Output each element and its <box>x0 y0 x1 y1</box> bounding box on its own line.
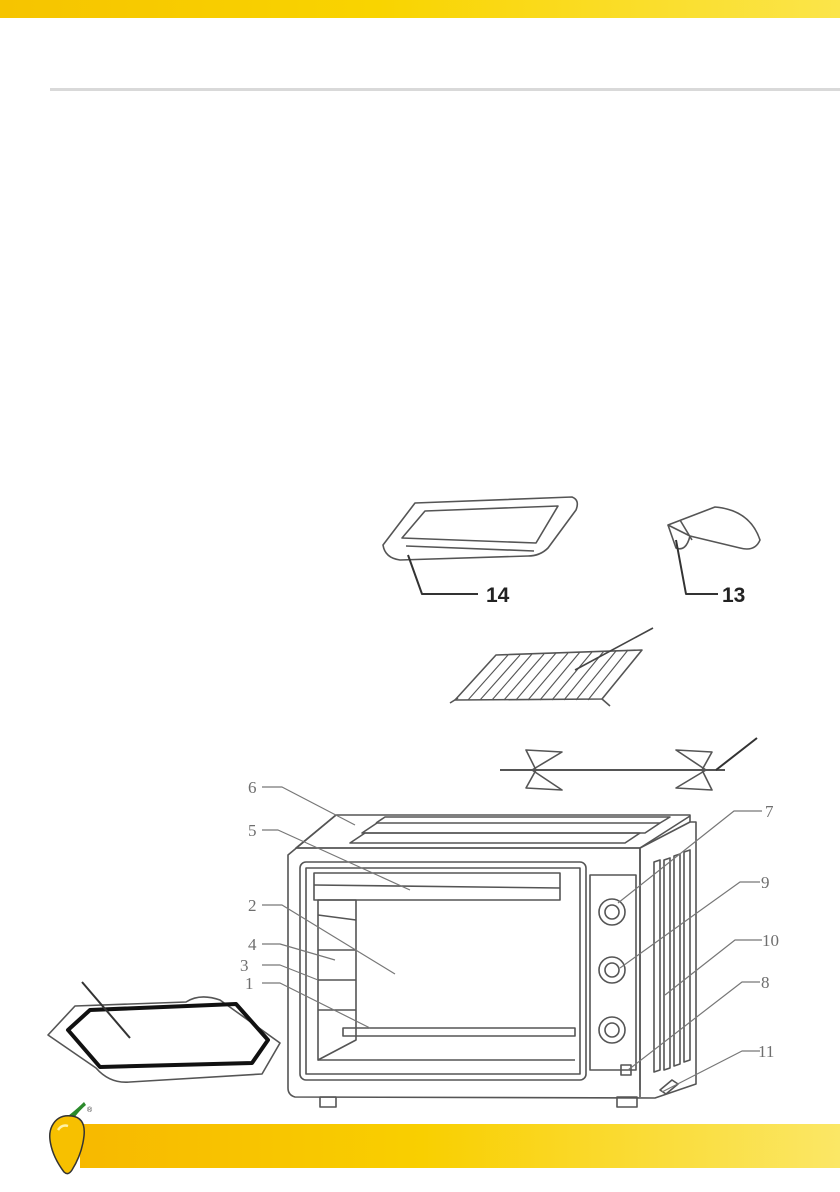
baking-tray <box>48 982 280 1082</box>
label-11: 11 <box>758 1042 774 1061</box>
label-4: 4 <box>248 935 257 954</box>
label-5: 5 <box>248 821 257 840</box>
toaster-oven-body <box>288 815 696 1107</box>
label-14: 14 <box>486 584 510 607</box>
baking-dish-part-14 <box>383 497 577 560</box>
registered-mark: ® <box>87 1106 93 1114</box>
label-1: 1 <box>245 974 254 993</box>
label-6: 6 <box>248 778 257 797</box>
leader-line-14 <box>408 555 478 594</box>
chili-pepper-icon: ® <box>38 1100 100 1178</box>
rotisserie-spit <box>500 738 757 790</box>
bottom-yellow-band <box>80 1124 840 1168</box>
label-13: 13 <box>722 584 745 607</box>
label-10: 10 <box>762 931 779 950</box>
label-2: 2 <box>248 896 257 915</box>
label-9: 9 <box>761 873 770 892</box>
wire-rack-part-12 <box>450 628 653 706</box>
label-3: 3 <box>240 956 249 975</box>
label-8: 8 <box>761 973 770 992</box>
label-7: 7 <box>765 802 774 821</box>
rotisserie-handle-part-13 <box>668 507 760 549</box>
